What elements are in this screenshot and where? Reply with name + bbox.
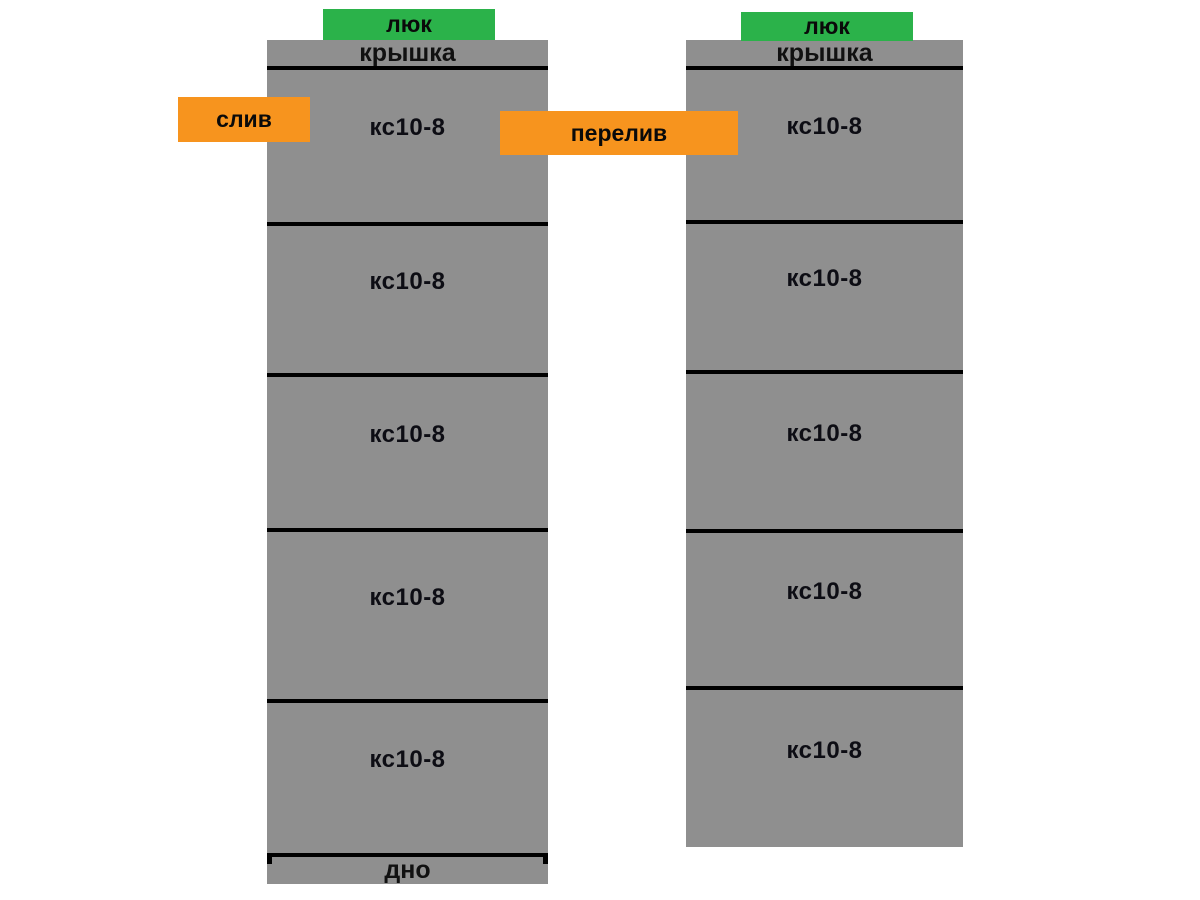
- right-cover-label: крышка: [686, 40, 963, 70]
- left-hatch-label: люк: [323, 9, 495, 40]
- drain-pipe-label: слив: [178, 97, 310, 142]
- left-ring-segment-1: кс10-8: [267, 70, 548, 226]
- left-ring-segment-4: кс10-8: [267, 532, 548, 703]
- left-cover-label: крышка: [267, 40, 548, 70]
- right-hatch-label: люк: [741, 12, 913, 41]
- right-ring-segment-1: кс10-8: [686, 70, 963, 224]
- right-well-column: крышка кс10-8 кс10-8 кс10-8 кс10-8 кс10-…: [686, 40, 963, 847]
- left-well-column: крышка кс10-8 кс10-8 кс10-8 кс10-8 кс10-…: [267, 40, 548, 884]
- right-ring-segment-5: кс10-8: [786, 736, 863, 764]
- left-bottom-row: дно: [267, 855, 548, 884]
- bottom-line-tick-left: [267, 855, 272, 864]
- bottom-label: дно: [384, 856, 431, 884]
- overflow-pipe-label: перелив: [500, 111, 738, 155]
- right-ring-segment-3: кс10-8: [686, 374, 963, 533]
- left-ring-segment-2: кс10-8: [267, 226, 548, 377]
- right-ring-segment-4: кс10-8: [686, 533, 963, 690]
- bottom-line-tick-right: [543, 855, 548, 864]
- left-ring-segment-3: кс10-8: [267, 377, 548, 532]
- right-ring-segment-2: кс10-8: [686, 224, 963, 374]
- left-ring-segment-5: кс10-8: [267, 703, 548, 857]
